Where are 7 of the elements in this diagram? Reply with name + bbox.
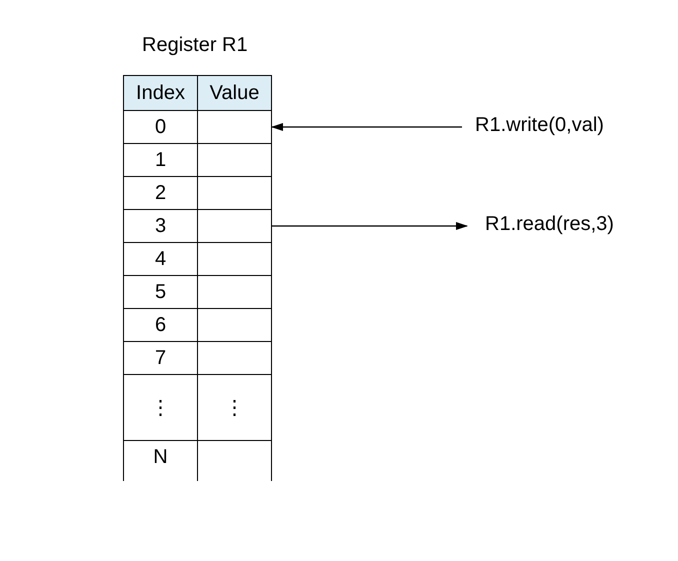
table-title: Register R1 [142,34,248,57]
header-cell: Value [197,75,272,111]
method-call-text: R1.write(0,val) [475,114,604,137]
method-call-text: R1.read(res,3) [485,213,614,236]
arrow [272,222,468,230]
header-cell: Index [123,75,198,111]
arrow [271,123,462,131]
